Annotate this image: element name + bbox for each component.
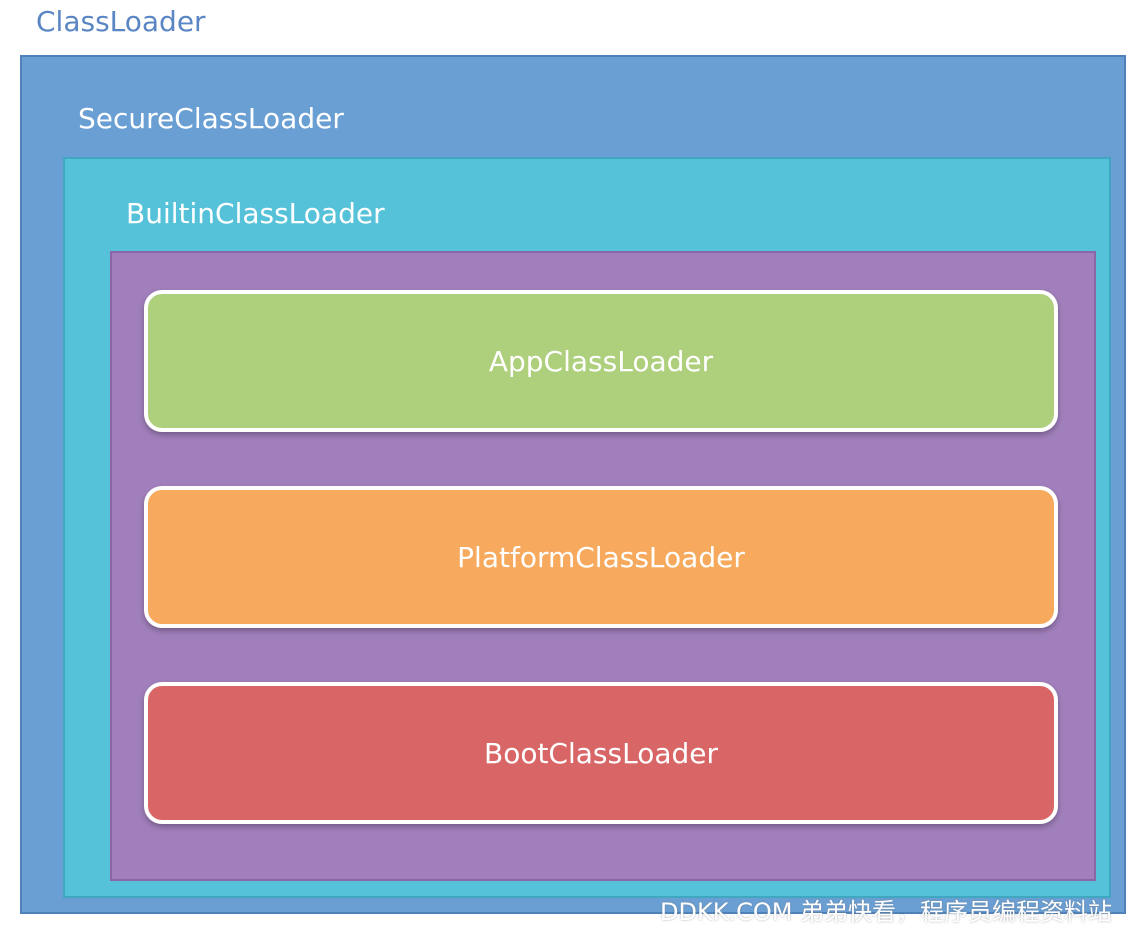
platform-classloader-label: PlatformClassLoader — [457, 540, 745, 574]
builtin-classloader-label: BuiltinClassLoader — [126, 197, 385, 230]
classloader-title: ClassLoader — [36, 5, 206, 38]
boot-classloader-box: BootClassLoader — [144, 682, 1058, 824]
app-classloader-label: AppClassLoader — [488, 344, 714, 378]
boot-classloader-label: BootClassLoader — [483, 736, 719, 770]
watermark-text: DDKK.COM 弟弟快看，程序员编程资料站 — [660, 898, 1113, 926]
app-classloader-box: AppClassLoader — [144, 290, 1058, 432]
platform-classloader-box: PlatformClassLoader — [144, 486, 1058, 628]
secure-classloader-label: SecureClassLoader — [78, 102, 344, 135]
